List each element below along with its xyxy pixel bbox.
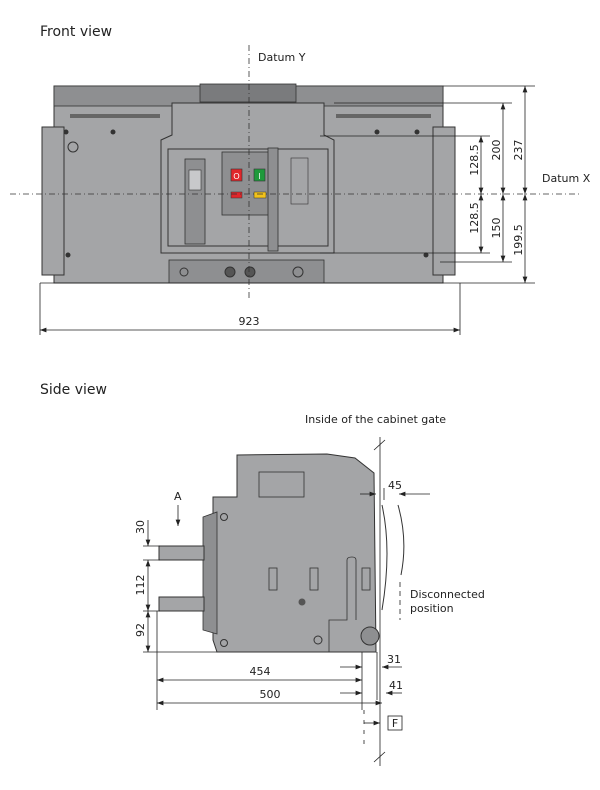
off-icon: O bbox=[233, 172, 239, 181]
dim-128-5-top: 128.5 bbox=[468, 144, 481, 176]
front-view-title: Front view bbox=[40, 24, 112, 40]
status-indicator-red bbox=[230, 191, 243, 199]
disconnected-label-1: Disconnected bbox=[410, 588, 485, 601]
dim-200: 200 bbox=[490, 140, 503, 161]
dim-30: 30 bbox=[134, 520, 147, 534]
upper-busbar bbox=[158, 545, 205, 561]
view-a-label: A bbox=[174, 490, 182, 503]
breaker-side-body bbox=[158, 453, 388, 653]
status-indicator-yellow bbox=[253, 191, 267, 199]
dim-112: 112 bbox=[134, 575, 147, 596]
side-view-title: Side view bbox=[40, 382, 107, 398]
dim-31: 31 bbox=[387, 653, 401, 666]
dim-199-5: 199.5 bbox=[512, 224, 525, 256]
on-icon: I bbox=[258, 172, 260, 181]
lower-busbar bbox=[158, 596, 205, 612]
dim-45: 45 bbox=[388, 479, 402, 492]
trip-unit-display bbox=[188, 169, 202, 191]
side-view: Side view Inside of the cabinet gate Dis… bbox=[40, 382, 485, 766]
cabinet-gate-label: Inside of the cabinet gate bbox=[305, 413, 446, 426]
disconnected-door-outline bbox=[397, 504, 405, 576]
off-button[interactable] bbox=[230, 168, 243, 182]
datum-x-label: Datum X bbox=[542, 172, 591, 185]
f-box bbox=[387, 715, 403, 731]
dim-150: 150 bbox=[490, 218, 503, 239]
breaker-front-body: O I bbox=[41, 83, 456, 284]
on-button[interactable] bbox=[253, 168, 266, 182]
dim-454: 454 bbox=[250, 665, 271, 678]
operating-handle bbox=[267, 147, 279, 252]
dim-92: 92 bbox=[134, 623, 147, 637]
control-panel bbox=[221, 151, 273, 216]
secondary-terminal-block bbox=[199, 83, 297, 103]
datum-y-label: Datum Y bbox=[258, 51, 306, 64]
f-label: F bbox=[392, 717, 398, 730]
dim-41: 41 bbox=[389, 679, 403, 692]
dim-923: 923 bbox=[239, 315, 260, 328]
disconnected-label-2: position bbox=[410, 602, 454, 615]
dim-237: 237 bbox=[512, 140, 525, 161]
dim-128-5-bottom: 128.5 bbox=[468, 202, 481, 234]
front-view: Front view O I bbox=[10, 24, 591, 335]
dim-500: 500 bbox=[260, 688, 281, 701]
